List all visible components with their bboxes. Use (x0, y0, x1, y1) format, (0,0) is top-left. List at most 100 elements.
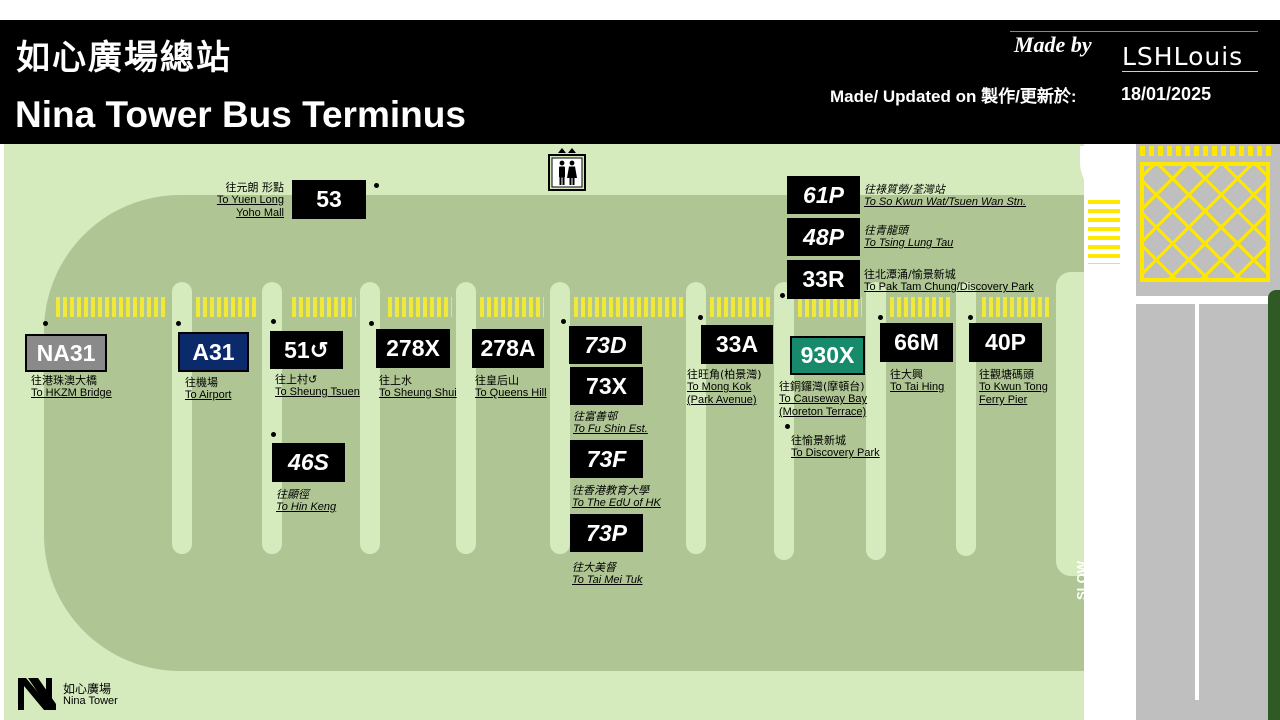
stop-marker (176, 321, 181, 326)
route-na31-destination: 往港珠澳大橋 To HKZM Bridge (31, 374, 112, 400)
route-40p-dest-en-2: Ferry Pier (979, 394, 1028, 406)
platform-island (774, 282, 794, 560)
route-48p-destination: 往青龍頭 To Tsing Lung Tau (864, 224, 953, 250)
route-61p-dest-en: To So Kwun Wat/Tsuen Wan Stn. (864, 196, 1027, 208)
route-46s-destination: 往顯徑 To Hin Keng (276, 488, 336, 514)
route-na31-badge: NA31 (25, 334, 107, 372)
platform-island (456, 282, 476, 554)
stop-marker (561, 319, 566, 324)
route-61p-destination: 往祿質勞/荃灣站 To So Kwun Wat/Tsuen Wan Stn. (864, 183, 1026, 209)
route-51-badge: 51↺ (270, 331, 343, 369)
route-40p-destination: 往觀塘碼頭 To Kwun Tong Ferry Pier (979, 368, 1048, 407)
route-53-dest-en-2: Yoho Mall (236, 207, 284, 219)
route-73f-dest-en: To The EdU of HK (572, 497, 661, 509)
route-46s-dest-zh: 往顯徑 (276, 488, 309, 501)
platform-island (550, 282, 570, 554)
yellow-hatching (388, 297, 452, 317)
route-66m-dest-zh: 往大興 (890, 368, 923, 381)
discovery-dest-zh: 往愉景新城 (791, 434, 846, 447)
title-chinese: 如心廣場總站 (16, 38, 232, 78)
route-930x-dest-zh: 往銅鑼灣(摩頓台) (779, 380, 865, 393)
route-40p-dest-en-1: To Kwun Tong (979, 381, 1048, 393)
yellow-hatching (982, 297, 1052, 317)
route-46s-badge: 46S (272, 443, 345, 482)
route-a31-dest-zh: 往機場 (185, 376, 218, 389)
yellow-hatching (56, 297, 168, 317)
route-33r-dest-en: To Pak Tam Chung/Discovery Park (864, 281, 1034, 293)
route-a31-dest-en: To Airport (185, 389, 232, 401)
title-english: Nina Tower Bus Terminus (15, 94, 466, 135)
route-33a-dest-en-2: (Park Avenue) (687, 394, 757, 406)
route-33r-dest-zh: 往北潭涌/愉景新城 (864, 268, 956, 281)
route-61p-dest-zh: 往祿質勞/荃灣站 (864, 183, 945, 196)
yellow-hatching (292, 297, 356, 317)
route-53-badge: 53 (292, 180, 366, 219)
route-48p-badge: 48P (787, 218, 860, 256)
route-278x-dest-zh: 往上水 (379, 374, 412, 387)
route-73d-badge: 73D (569, 326, 642, 364)
platform-island (360, 282, 380, 554)
platform-island (172, 282, 192, 554)
header-divider (1010, 31, 1258, 32)
route-33r-destination: 往北潭涌/愉景新城 To Pak Tam Chung/Discovery Par… (864, 268, 1034, 294)
route-33a-destination: 往旺角(柏景灣) To Mong Kok (Park Avenue) (687, 368, 762, 407)
updated-date: 18/01/2025 (1121, 84, 1212, 104)
yellow-hatching (574, 297, 684, 317)
road-stripe (1140, 146, 1274, 156)
stop-marker (878, 315, 883, 320)
route-73f-destination: 往香港教育大學 To The EdU of HK (572, 484, 661, 510)
stop-marker (968, 315, 973, 320)
route-33a-dest-en-1: To Mong Kok (687, 381, 752, 393)
stop-marker (374, 183, 379, 188)
route-73p-dest-en: To Tai Mei Tuk (572, 574, 643, 586)
route-930x-dest-en-2: (Moreton Terrace) (779, 406, 867, 418)
route-53-dest-zh: 往元朗 形點 (225, 181, 285, 194)
platform-island (686, 282, 706, 554)
logo-text-en: Nina Tower (63, 695, 118, 707)
route-66m-badge: 66M (880, 323, 953, 362)
route-66m-destination: 往大興 To Tai Hing (890, 368, 944, 394)
stop-marker (369, 321, 374, 326)
road-side-stripe (1088, 200, 1120, 264)
stop-line (1136, 296, 1280, 304)
route-73p-badge: 73P (570, 514, 643, 552)
lift-icon (548, 148, 586, 191)
route-73f-dest-zh: 往香港教育大學 (572, 484, 649, 497)
made-by-name: LSHLouis (1122, 42, 1244, 71)
route-51-dest-en: To Sheung Tsuen (275, 386, 360, 398)
road-verge (1268, 290, 1280, 720)
platform-island (1056, 272, 1086, 576)
route-930x-destination: 往銅鑼灣(摩頓台) To Causeway Bay (Moreton Terra… (779, 380, 867, 419)
lane-solid-line (1195, 304, 1199, 700)
route-278x-badge: 278X (376, 329, 450, 368)
route-40p-dest-zh: 往觀塘碼頭 (979, 368, 1034, 381)
route-930x-badge: 930X (790, 336, 865, 375)
route-73f-badge: 73F (570, 440, 643, 478)
stop-marker (780, 293, 785, 298)
route-73p-dest-zh: 往大美督 (572, 561, 616, 574)
route-73p-destination: 往大美督 To Tai Mei Tuk (572, 561, 643, 587)
stop-marker (271, 319, 276, 324)
yellow-hatching (890, 297, 952, 317)
route-a31-badge: A31 (178, 332, 249, 372)
made-by-underline (1122, 71, 1258, 72)
lane-dashed-line (1130, 304, 1134, 700)
header-bar (0, 20, 1280, 144)
route-278a-badge: 278A (472, 329, 544, 368)
route-278a-dest-zh: 往皇后山 (475, 374, 519, 387)
yellow-hatching (710, 297, 772, 317)
route-53-dest-en-1: To Yuen Long (216, 194, 284, 206)
route-48p-dest-zh: 往青龍頭 (864, 224, 908, 237)
route-51-dest-zh: 往上村↺ (275, 373, 318, 386)
slow-marking-zh: 慢駛 (1099, 612, 1115, 640)
route-na31-dest-zh: 往港珠澳大橋 (31, 374, 97, 387)
stop-marker (785, 424, 790, 429)
logo-text-zh: 如心廣場 (63, 682, 112, 696)
route-33a-dest-zh: 往旺角(柏景灣) (687, 368, 762, 381)
route-53-destination: 往元朗 形點 To Yuen Long Yoho Mall (196, 181, 284, 220)
updated-label: Made/ Updated on 製作/更新於: (830, 87, 1077, 106)
route-na31-dest-en: To HKZM Bridge (31, 387, 112, 399)
route-40p-badge: 40P (969, 323, 1042, 362)
discovery-park-destination: 往愉景新城 To Discovery Park (791, 434, 880, 460)
route-48p-dest-en: To Tsing Lung Tau (864, 237, 954, 249)
